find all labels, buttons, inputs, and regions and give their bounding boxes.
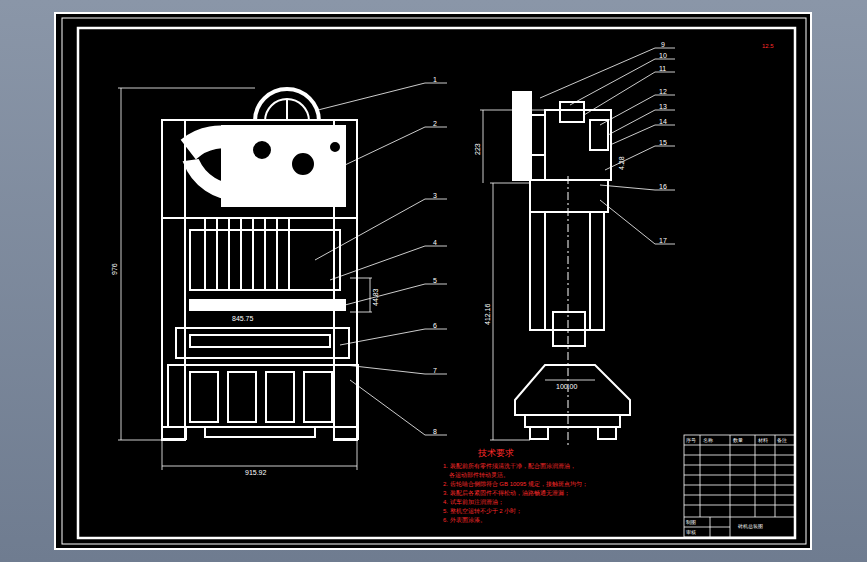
callout-number: 6 — [433, 322, 437, 329]
callout-number: 8 — [433, 428, 437, 435]
callout-number: 9 — [661, 41, 665, 48]
dimension-text: 44.83 — [372, 288, 379, 306]
note-text: 6. 外表面涂漆。 — [443, 517, 486, 523]
dimension-text: 100.00 — [556, 383, 577, 390]
table-cell: 材料 — [758, 438, 768, 443]
dimension-text: 976 — [111, 263, 118, 275]
callout-number: 17 — [659, 237, 667, 244]
dimension-text: 915.92 — [245, 469, 266, 476]
callout-number: 2 — [433, 120, 437, 127]
table-cell: 审核 — [686, 530, 696, 535]
note-text: 各运动部件转动灵活。 — [449, 472, 509, 478]
callout-number: 16 — [659, 183, 667, 190]
note-text: 1. 装配前所有零件须清洗干净，配合面涂润滑油， — [443, 463, 576, 469]
dimension-text: 223 — [474, 143, 481, 155]
table-cell: 砖机总装图 — [738, 524, 763, 529]
dimension-text: 845.75 — [232, 315, 253, 322]
table-cell: 备注 — [777, 438, 787, 443]
table-cell: 数量 — [733, 438, 743, 443]
note-text: 2. 齿轮啮合侧隙符合 GB 10095 规定，接触斑点均匀； — [443, 481, 588, 487]
callout-number: 15 — [659, 139, 667, 146]
note-text: 技术要求 — [478, 449, 514, 458]
callout-number: 7 — [433, 367, 437, 374]
table-cell: 序号 — [686, 438, 696, 443]
dimension-text: 412.16 — [484, 304, 491, 325]
callout-number: 14 — [659, 118, 667, 125]
table-cell: 名称 — [703, 438, 713, 443]
callout-number: 1 — [433, 76, 437, 83]
dimension-text: 4.28 — [618, 156, 625, 170]
callout-number: 10 — [659, 52, 667, 59]
callout-number: 5 — [433, 277, 437, 284]
callout-number: 12 — [659, 88, 667, 95]
callout-number: 3 — [433, 192, 437, 199]
note-text: 3. 装配后各紧固件不得松动，油路畅通无泄漏； — [443, 490, 570, 496]
note-text: 4. 试车前加注润滑油； — [443, 499, 504, 505]
note-text: 5. 整机空运转不少于 2 小时； — [443, 508, 522, 514]
callout-number: 13 — [659, 103, 667, 110]
callout-number: 4 — [433, 239, 437, 246]
table-cell: 制图 — [686, 520, 696, 525]
callout-number: 11 — [659, 65, 666, 72]
note-text: 12.5 — [762, 43, 774, 49]
